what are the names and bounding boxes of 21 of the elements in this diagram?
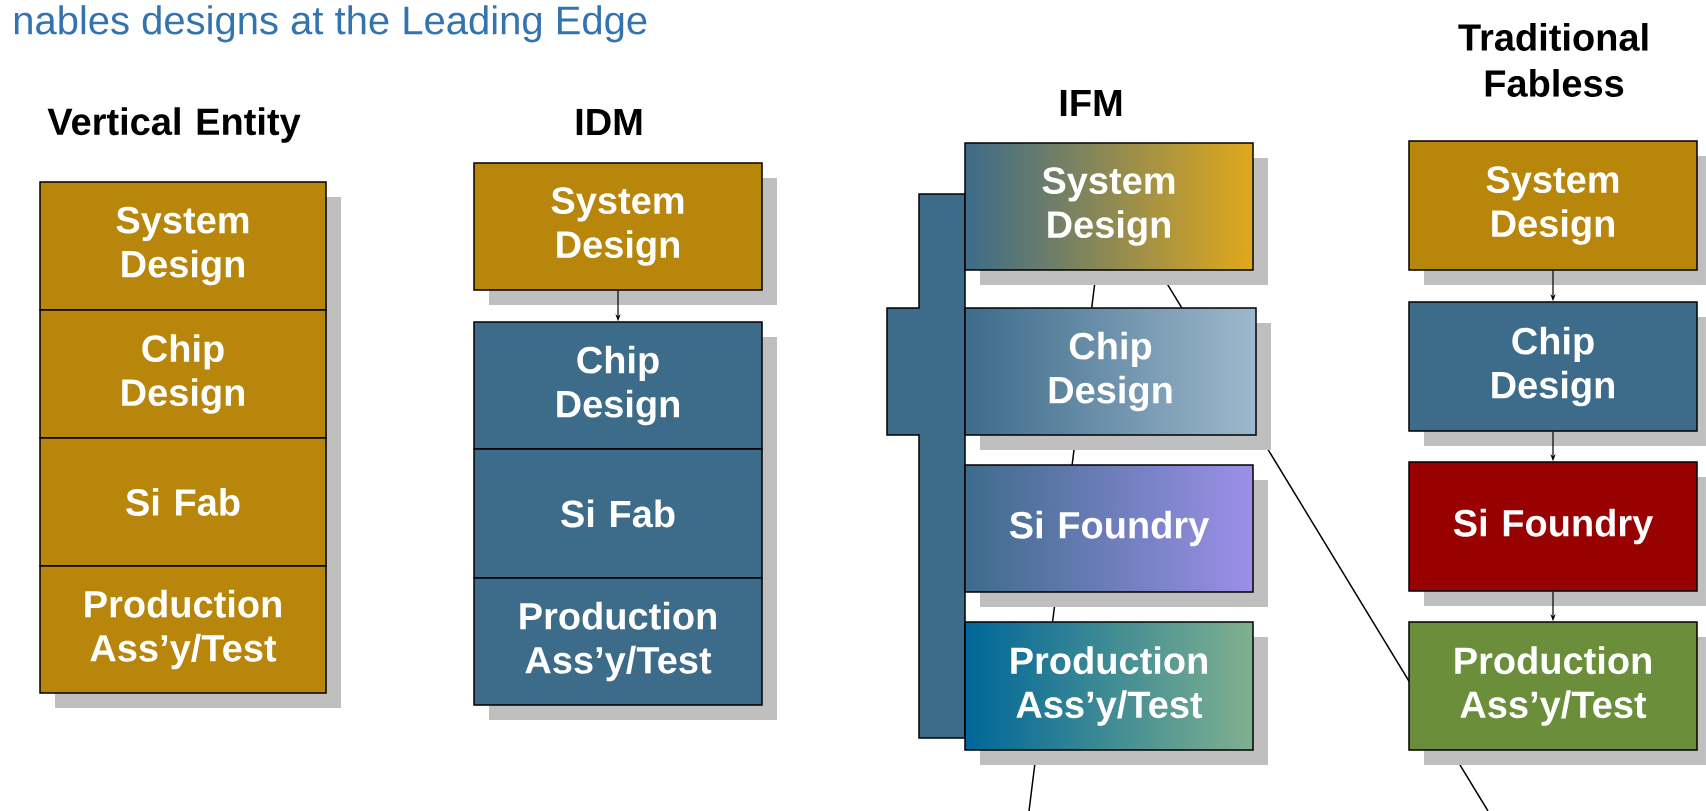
title: nables designs at the Leading Edge bbox=[14, 5, 647, 43]
column-heading: Vertical Entity bbox=[47, 107, 301, 143]
process-box: Si Foundry bbox=[964, 464, 1268, 607]
process-box: Si Foundry bbox=[1408, 461, 1706, 606]
process-box: Chip Design bbox=[473, 321, 777, 464]
column-heading: IDM bbox=[576, 108, 642, 136]
process-box: Production Ass’y/Test bbox=[1408, 621, 1706, 765]
bar-shape bbox=[886, 193, 966, 739]
process-box: Production Ass’y/Test bbox=[964, 621, 1268, 765]
process-box: Production Ass’y/Test bbox=[39, 565, 341, 708]
process-box: System Design bbox=[1408, 140, 1706, 285]
process-box: Chip Design bbox=[964, 307, 1271, 450]
process-box: Si Fab bbox=[473, 448, 777, 593]
process-box: System Design bbox=[964, 142, 1268, 285]
process-box: Production Ass’y/Test bbox=[473, 577, 777, 720]
process-box: System Design bbox=[39, 181, 341, 325]
process-box: System Design bbox=[473, 162, 777, 305]
process-box: Si Fab bbox=[39, 437, 341, 581]
process-box: Chip Design bbox=[1408, 301, 1706, 446]
process-box: Chip Design bbox=[39, 309, 341, 453]
column-heading: Traditional Fabless bbox=[1458, 23, 1648, 97]
